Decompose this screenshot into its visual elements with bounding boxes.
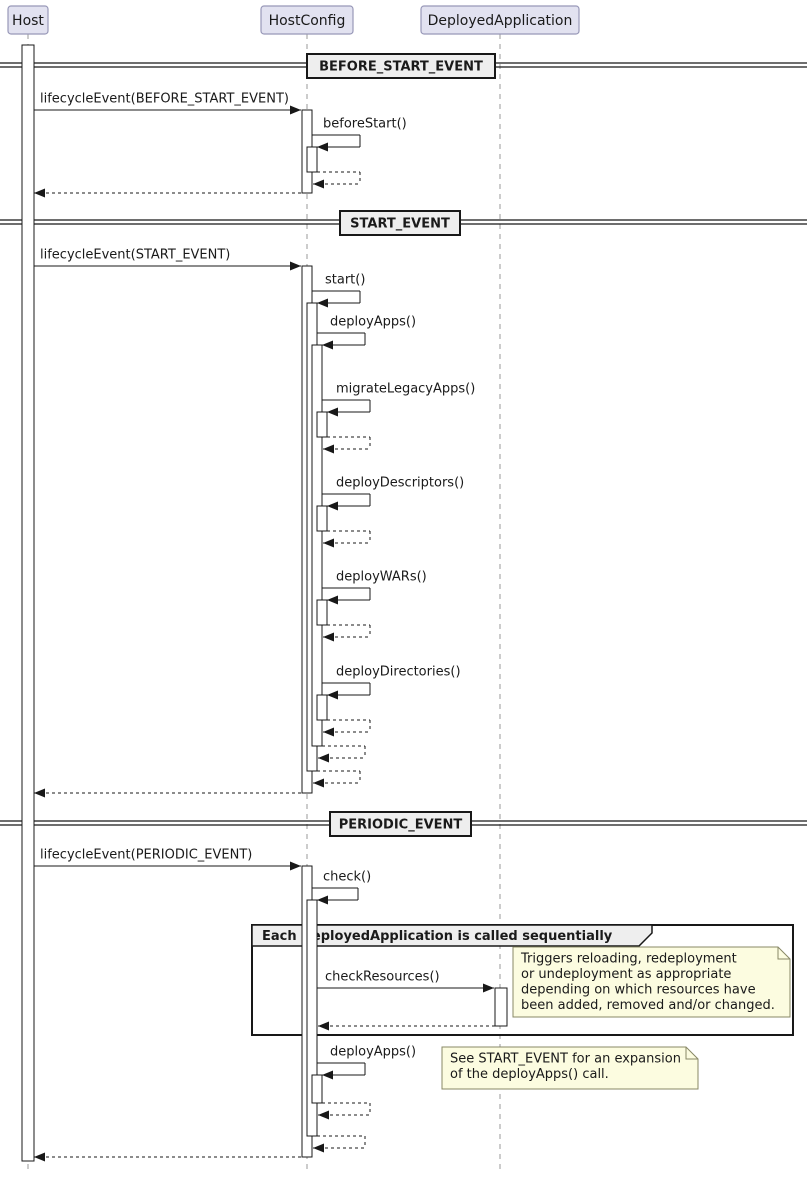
divider-box [329, 811, 472, 837]
self-message-arrowhead-icon [317, 298, 328, 308]
participant-box [260, 5, 354, 35]
note-text: been added, removed and/or changed. [521, 998, 775, 1013]
message-arrowhead-icon [290, 105, 301, 115]
self-call-label: deployDescriptors() [336, 476, 464, 491]
activation-bar [21, 44, 35, 1162]
self-call-label: check() [323, 870, 371, 885]
activation-bar [311, 1074, 323, 1104]
self-message-arrowhead-icon [313, 179, 324, 189]
activation-bar [494, 987, 508, 1027]
self-message-arrowhead-icon [317, 142, 328, 152]
participant-box [7, 5, 49, 35]
note [441, 1046, 699, 1090]
self-message-arrowhead-icon [323, 632, 334, 642]
self-message-arrowhead-icon [318, 753, 329, 763]
divider-label: BEFORE_START_EVENT [319, 60, 483, 75]
message-arrowhead-icon [290, 861, 301, 871]
activation-bar [306, 146, 318, 173]
self-message-arrowhead-icon [327, 595, 338, 605]
self-message-arrowhead-icon [327, 407, 338, 417]
self-call-label: start() [325, 273, 365, 288]
note-text: or undeployment as appropriate [521, 967, 731, 982]
message-arrowhead-icon [318, 1021, 329, 1031]
self-message-arrowhead-icon [327, 690, 338, 700]
group-header [251, 924, 653, 947]
divider-box [306, 53, 496, 79]
self-message-arrowhead-icon [313, 778, 324, 788]
self-call-label: deployApps() [330, 1045, 416, 1060]
self-message-arrowhead-icon [323, 538, 334, 548]
self-call-label: deployWARs() [336, 570, 427, 585]
self-call-label: deployDirectories() [336, 665, 461, 680]
participant-box [420, 5, 580, 35]
divider-box [339, 210, 461, 236]
activation-bar [316, 694, 328, 721]
activation-bar [311, 344, 323, 747]
self-call-label: beforeStart() [323, 117, 407, 132]
message-arrowhead-icon [290, 261, 301, 271]
message-label: lifecycleEvent(PERIODIC_EVENT) [40, 848, 252, 863]
participant-label: HostConfig [269, 13, 346, 29]
participant-label: Host [12, 13, 44, 29]
note-fold-icon [685, 1047, 698, 1060]
message-arrowhead-icon [34, 788, 45, 798]
message-label: lifecycleEvent(BEFORE_START_EVENT) [40, 92, 289, 107]
self-message-arrowhead-icon [322, 340, 333, 350]
note-text: of the deployApps() call. [450, 1067, 609, 1082]
activation-bar [316, 599, 328, 626]
message-arrowhead-icon [483, 983, 494, 993]
participant-label: DeployedApplication [428, 13, 573, 29]
divider-label: PERIODIC_EVENT [339, 818, 463, 833]
note [512, 946, 791, 1018]
self-message-arrowhead-icon [323, 727, 334, 737]
self-call-label: deployApps() [330, 315, 416, 330]
message-arrowhead-icon [34, 1152, 45, 1162]
group-label: Each DeployedApplication is called seque… [262, 929, 613, 944]
self-message-arrowhead-icon [318, 1110, 329, 1120]
activation-bar [316, 411, 328, 438]
message-label: checkResources() [325, 970, 440, 985]
activation-bar [306, 899, 318, 1137]
self-message-arrowhead-icon [317, 895, 328, 905]
activation-bar [316, 505, 328, 532]
self-message-arrowhead-icon [313, 1143, 324, 1153]
note-text: Triggers reloading, redeployment [520, 952, 737, 967]
message-label: lifecycleEvent(START_EVENT) [40, 248, 230, 263]
self-message-arrowhead-icon [322, 1070, 333, 1080]
note-text: depending on which resources have [521, 983, 756, 998]
note-fold-icon [777, 947, 790, 960]
divider-label: START_EVENT [350, 217, 450, 232]
message-arrowhead-icon [34, 188, 45, 198]
self-message-arrowhead-icon [323, 444, 334, 454]
note-text: See START_EVENT for an expansion [450, 1052, 681, 1067]
self-message-arrowhead-icon [327, 501, 338, 511]
self-call-label: migrateLegacyApps() [336, 382, 475, 397]
